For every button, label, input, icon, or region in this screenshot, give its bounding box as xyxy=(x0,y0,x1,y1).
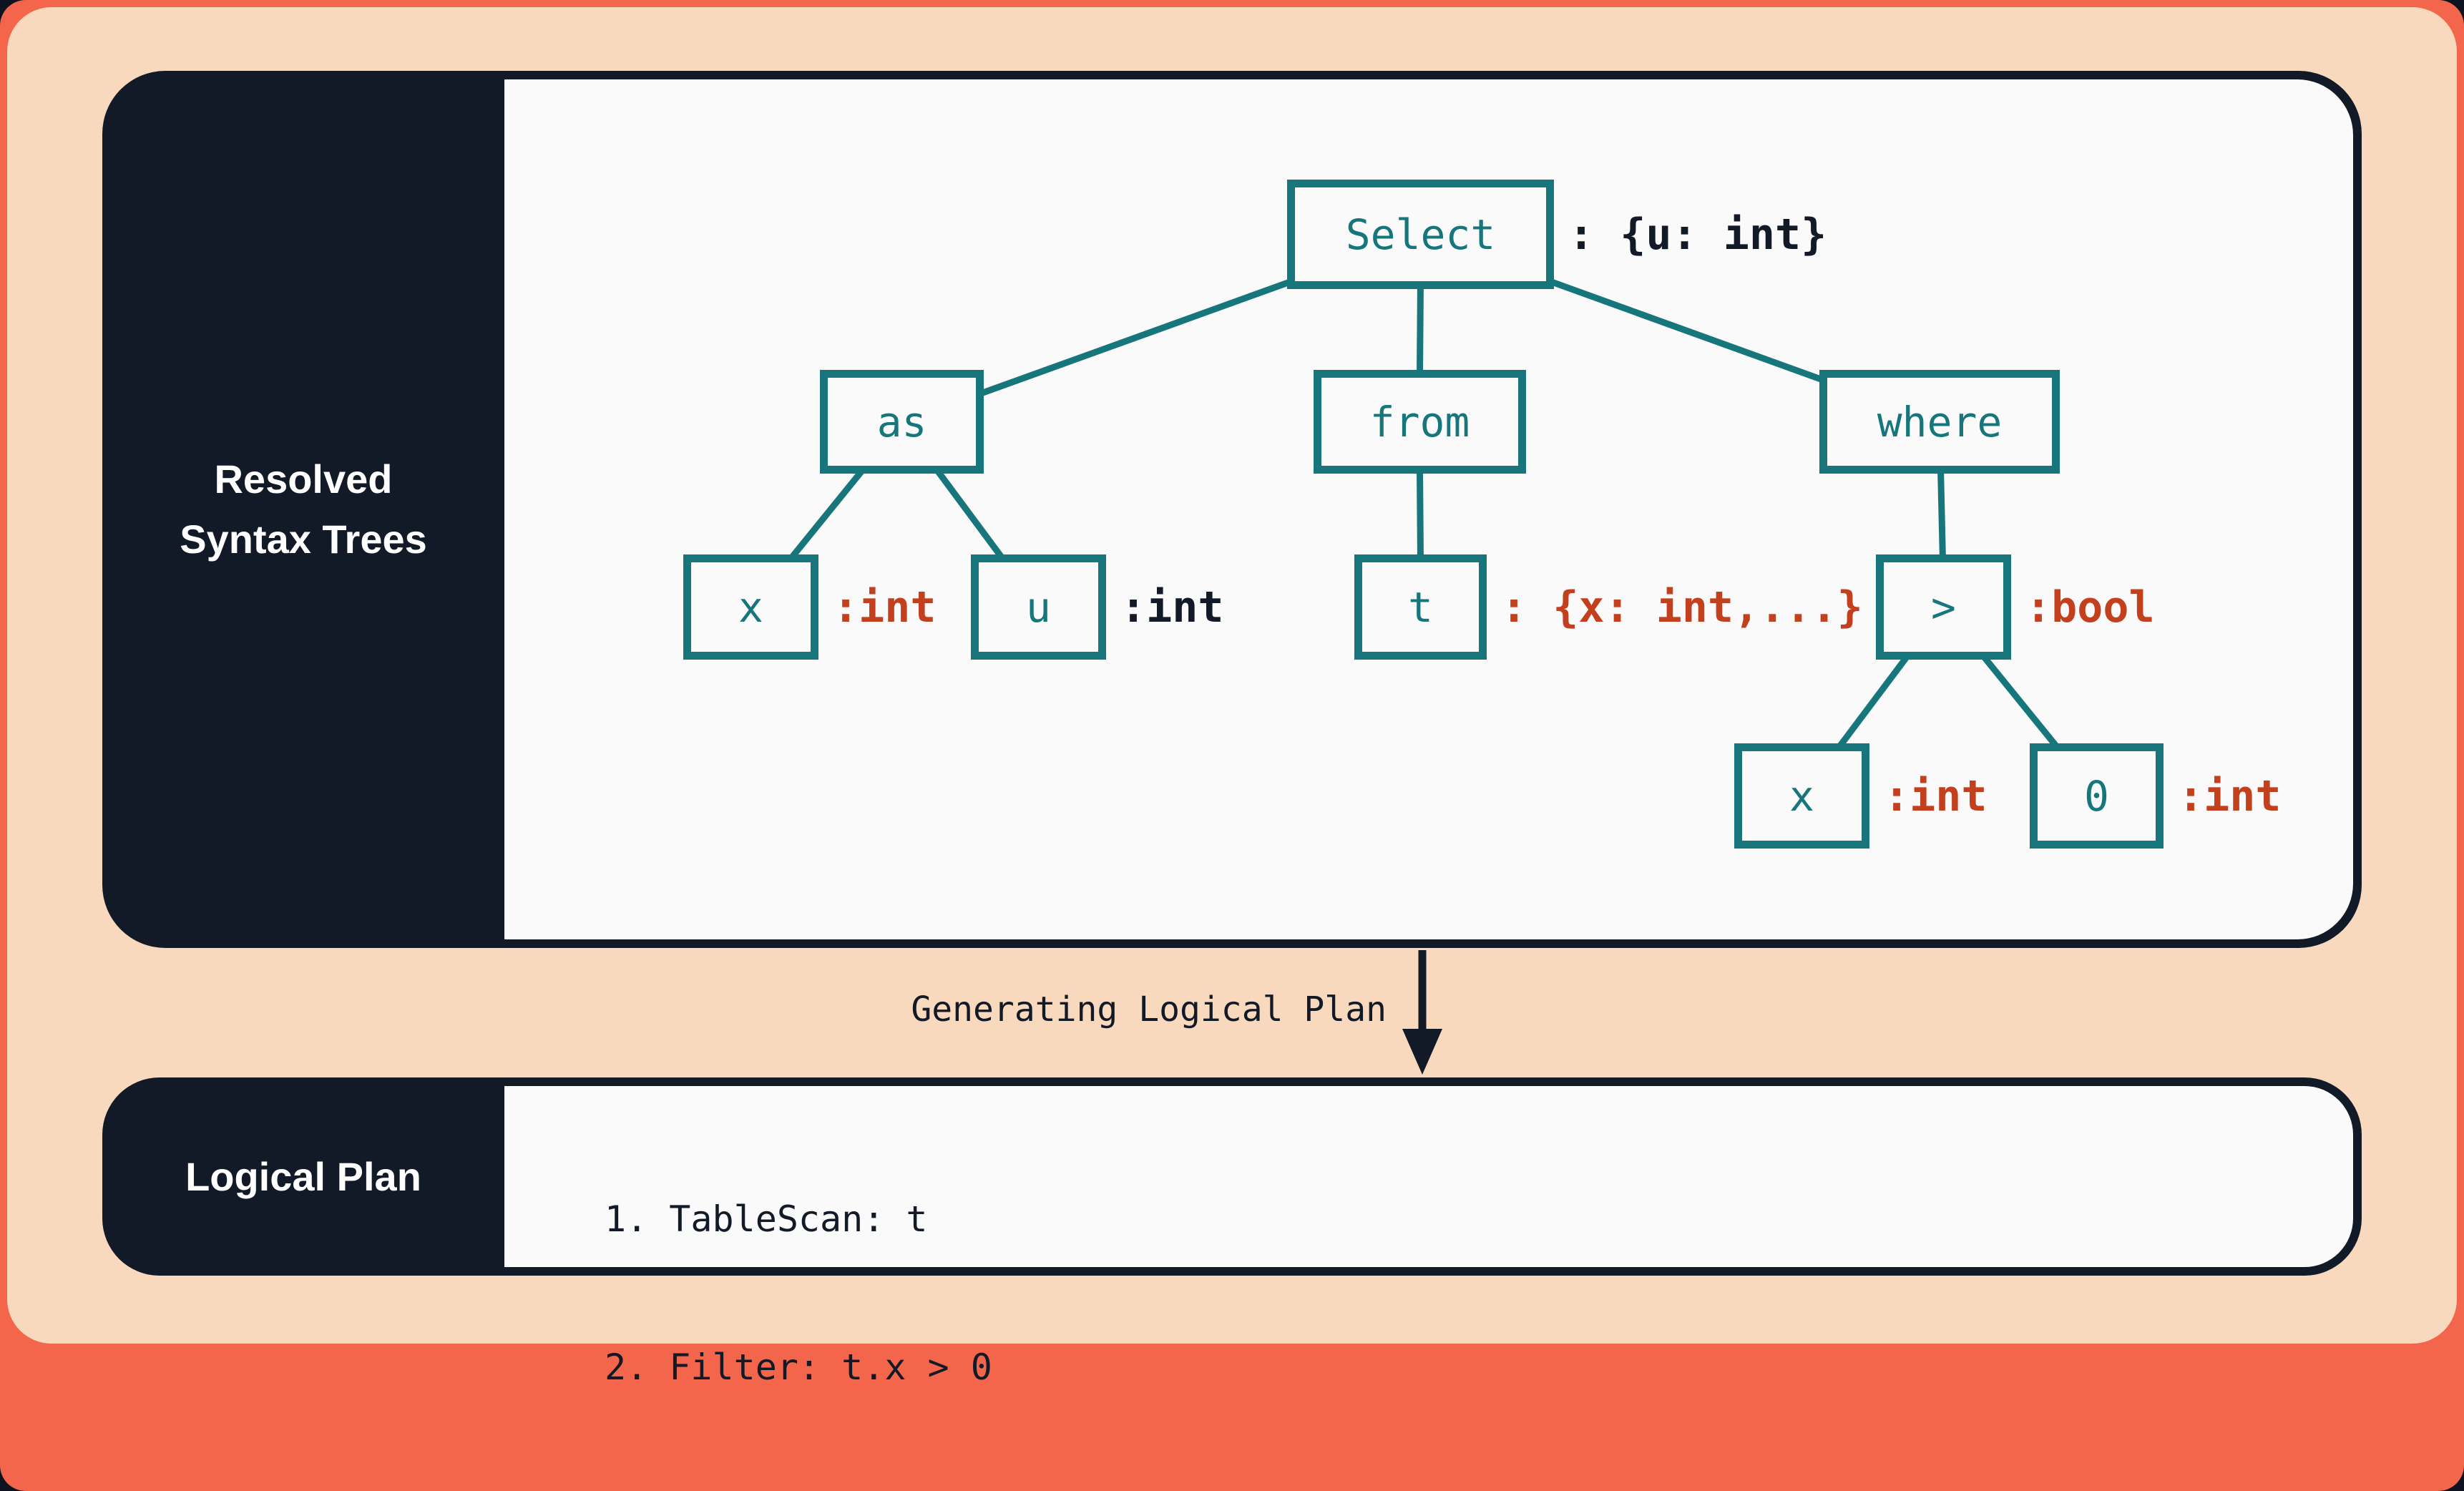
node-label: from xyxy=(1369,397,1470,446)
plan-step-2: 2. Filter: t.x > 0 xyxy=(605,1346,992,1388)
node-label: > xyxy=(1931,582,1956,632)
tree-node-x-alias: x :int xyxy=(683,554,937,660)
tree-node-box: from xyxy=(1314,370,1526,474)
logical-plan-steps: 1. TableScan: t 2. Filter: t.x > 0 3. Pr… xyxy=(605,1096,1100,1491)
tree-node-box: as xyxy=(820,370,984,474)
sidebar-label-line1: Resolved xyxy=(214,456,393,502)
resolved-syntax-trees-sidebar: Resolved Syntax Trees xyxy=(102,71,504,948)
tree-node-box: t xyxy=(1354,554,1487,660)
tree-node-from: from xyxy=(1314,370,1526,474)
type-annotation: :int xyxy=(1120,582,1224,632)
logical-plan-sidebar: Logical Plan xyxy=(102,1077,504,1276)
resolved-syntax-trees-label: Resolved Syntax Trees xyxy=(180,449,427,569)
footer-bar: Compilation Produces an Executable Plan … xyxy=(0,1344,2464,1491)
type-annotation: : {x: int,...} xyxy=(1501,582,1863,632)
tree-node-zero: 0 :int xyxy=(2030,743,2282,849)
logical-plan-label: Logical Plan xyxy=(185,1153,421,1199)
tree-node-box: > xyxy=(1876,554,2011,660)
tree-node-box: u xyxy=(971,554,1106,660)
tree-node-box: where xyxy=(1819,370,2060,474)
node-label: x xyxy=(738,582,763,632)
tree-node-x-operand: x :int xyxy=(1734,743,1988,849)
tree-node-box: 0 xyxy=(2030,743,2164,849)
tree-node-box: x xyxy=(683,554,818,660)
type-annotation: :bool xyxy=(2025,582,2155,632)
node-label: as xyxy=(876,397,927,446)
node-label: where xyxy=(1877,397,2003,446)
tree-node-select: Select : {u: int} xyxy=(1287,180,1827,289)
node-label: t xyxy=(1408,582,1433,632)
type-annotation: :int xyxy=(1884,771,1988,821)
type-annotation: :int xyxy=(2178,771,2282,821)
tree-node-as: as xyxy=(820,370,984,474)
node-label: x xyxy=(1789,771,1814,821)
tree-node-box: Select xyxy=(1287,180,1554,289)
logical-plan-body: 1. TableScan: t 2. Filter: t.x > 0 3. Pr… xyxy=(504,1086,2353,1388)
node-label: 0 xyxy=(2084,771,2109,821)
type-annotation: :int xyxy=(833,582,937,632)
transition-label: Generating Logical Plan xyxy=(911,989,1387,1030)
type-annotation: : {u: int} xyxy=(1568,209,1827,260)
tree-node-u: u :int xyxy=(971,554,1224,660)
tree-node-box: x xyxy=(1734,743,1869,849)
logical-plan-panel: 1. TableScan: t 2. Filter: t.x > 0 3. Pr… xyxy=(102,1077,2362,1388)
tree-node-greater-than: > :bool xyxy=(1876,554,2155,660)
node-label: Select xyxy=(1345,210,1496,259)
sidebar-label-line2: Syntax Trees xyxy=(180,517,427,562)
plan-step-1: 1. TableScan: t xyxy=(605,1198,928,1240)
tree-node-where: where xyxy=(1819,370,2060,474)
node-label: u xyxy=(1026,582,1051,632)
tree-node-t: t : {x: int,...} xyxy=(1354,554,1863,660)
